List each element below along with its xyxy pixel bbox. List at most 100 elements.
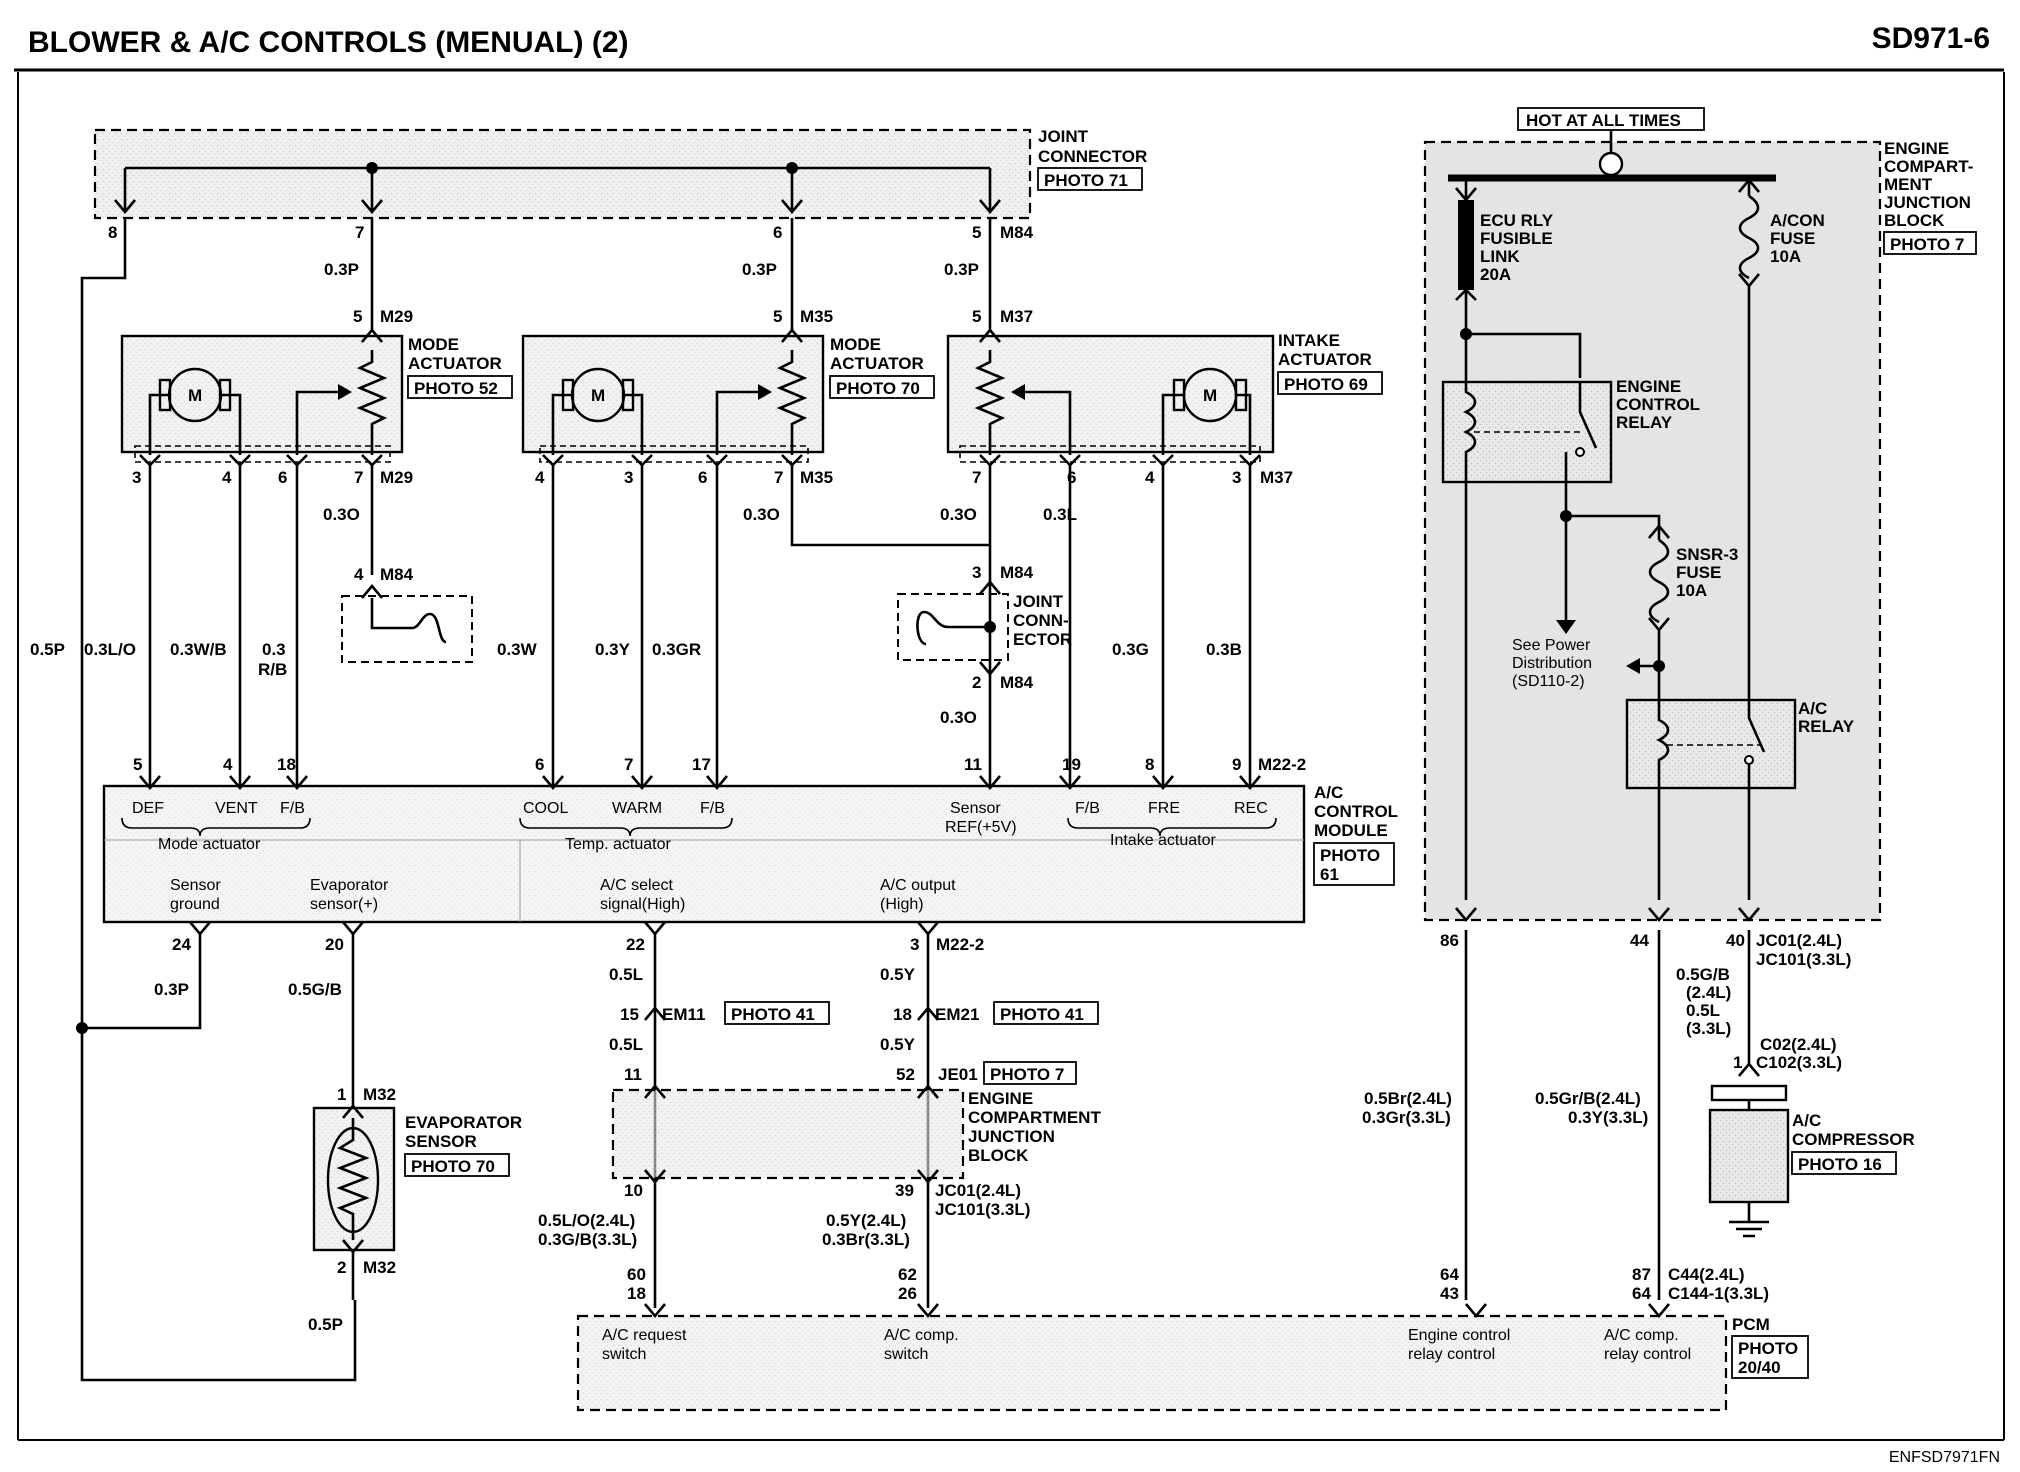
joint-right-pin-3: 3 [972, 563, 981, 582]
acm-pin-19: 19 [1062, 755, 1081, 774]
comp-pin-1: 1 [1733, 1053, 1742, 1072]
wire-label-0-3o-2: 0.3O [743, 505, 780, 524]
wire-label-0-5l-2: 0.5L [609, 1035, 643, 1054]
joint-connector-photo: PHOTO 71 [1044, 171, 1128, 190]
pcm-label-2a: A/C comp. [884, 1327, 959, 1344]
pcm-label-3b: relay control [1408, 1346, 1495, 1363]
lower-left-circuit: 0.3P 0.5G/B 1 M32 2 M32 EVAPORATOR SENSO… [82, 934, 522, 1334]
wire-label-0-3w: 0.3W [497, 640, 538, 659]
acm-sensor-ground-2: ground [170, 896, 220, 913]
acm-sensor: Sensor [950, 800, 1001, 817]
acm-pin-22: 22 [626, 935, 645, 954]
wire-label-0-3gb-33: 0.3G/B(3.3L) [538, 1230, 637, 1249]
wire-label-0-3o-4: 0.3O [940, 708, 977, 727]
pcm-label-1b: switch [602, 1346, 646, 1363]
mode2-conn-bottom: M35 [800, 468, 833, 487]
acm-ref: REF(+5V) [945, 819, 1017, 836]
mode2-top-pin: 5 [773, 307, 782, 326]
wire-label-86-b: 0.3Gr(3.3L) [1362, 1108, 1451, 1127]
ecjb-pin-10: 10 [624, 1181, 643, 1200]
wire-label-0-3p-2: 0.3P [742, 260, 777, 279]
snsr-fuse-3: 10A [1676, 581, 1707, 600]
joint-connector-top: JOINT CONNECTOR PHOTO 71 8 7 6 5 M84 [93, 127, 1147, 242]
mode2-photo: PHOTO 70 [836, 379, 920, 398]
acm-pin-18: 18 [277, 755, 296, 774]
acm-sensor-ground-1: Sensor [170, 877, 221, 894]
pcm-pin-18: 18 [627, 1284, 646, 1303]
mode2-motor-symbol: M [591, 386, 605, 405]
acm-pin-9: 9 [1232, 755, 1241, 774]
mode1-pin-4: 4 [222, 468, 232, 487]
joint-left-conn: M84 [380, 565, 414, 584]
ecjb-c-label-1: ENGINE [968, 1089, 1033, 1108]
snsr-fuse-1: SNSR-3 [1676, 545, 1738, 564]
joint-pin-7: 7 [355, 223, 364, 242]
mode-actuator-2: 5 M35 M MODE ACTUATOR PHOTO 70 4 3 6 7 M… [521, 307, 935, 487]
mode1-photo: PHOTO 52 [414, 379, 498, 398]
wire-label-rb: R/B [258, 660, 287, 679]
wire-label-0-3b: 0.3B [1206, 640, 1242, 659]
wire-label-0-5gb: 0.5G/B [288, 980, 342, 999]
ecjb-r-pin-44: 44 [1630, 931, 1649, 950]
acm-temp-actuator: Temp. actuator [565, 836, 672, 853]
acm-acout-1: A/C output [880, 877, 956, 894]
joint-right-label-3: ECTOR [1013, 630, 1072, 649]
mode1-conn-bottom: M29 [380, 468, 413, 487]
ecjb-r-jc101: JC101(3.3L) [1756, 950, 1851, 969]
acm-def: DEF [132, 800, 164, 817]
pcm-label-1a: A/C request [602, 1327, 687, 1344]
ecjb-c-label-4: BLOCK [968, 1146, 1029, 1165]
mode2-pin-6: 6 [698, 468, 707, 487]
pcm-pin-87: 87 [1632, 1265, 1651, 1284]
ecjb-pin-39: 39 [895, 1181, 914, 1200]
acm-fre: FRE [1148, 800, 1180, 817]
joint-right-pin-2: 2 [972, 673, 981, 692]
acm-pin-20: 20 [325, 935, 344, 954]
acm-title-3: MODULE [1314, 821, 1388, 840]
fusible-link-2: FUSIBLE [1480, 229, 1553, 248]
joint-left-pin: 4 [354, 565, 364, 584]
acm-fb-3: F/B [1075, 800, 1100, 817]
acm-pin-8: 8 [1145, 755, 1154, 774]
pcm-c144: C144-1(3.3L) [1668, 1284, 1769, 1303]
acm-photo-2: 61 [1320, 865, 1339, 884]
wire-label-0-3gr: 0.3GR [652, 640, 701, 659]
wire-label-0-3o-3: 0.3O [940, 505, 977, 524]
ecr-label-3: RELAY [1616, 413, 1673, 432]
intake-top-pin: 5 [972, 307, 981, 326]
wire-label-0-5y-1: 0.5Y [880, 965, 916, 984]
ecjb-pin-52: 52 [896, 1065, 915, 1084]
em11-label: EM11 [662, 1005, 705, 1024]
evap-label-2: SENSOR [405, 1132, 477, 1151]
acm-conn: M22-2 [1258, 755, 1306, 774]
intake-label-2: ACTUATOR [1278, 350, 1372, 369]
pcm-photo-1: PHOTO [1738, 1339, 1798, 1358]
wire-label-0-3y: 0.3Y [595, 640, 631, 659]
em21-photo: PHOTO 41 [1000, 1005, 1084, 1024]
joint-connector-id: M84 [1000, 223, 1034, 242]
ecjb-c-label-3: JUNCTION [968, 1127, 1055, 1146]
ecr-label-2: CONTROL [1616, 395, 1700, 414]
joint-pin-8: 8 [108, 223, 117, 242]
wire-label-0-3o-1: 0.3O [323, 505, 360, 524]
pcm-module: A/C request switch A/C comp. switch Engi… [576, 1303, 1809, 1412]
mode2-pin-4: 4 [535, 468, 545, 487]
intake-pin-3: 3 [1232, 468, 1241, 487]
wire-label-0-3wb: 0.3W/B [170, 640, 227, 659]
joint-connector-label-2: CONNECTOR [1038, 147, 1147, 166]
right-power-circuit: HOT AT ALL TIMES ENGINE COMPART- MENT JU… [1362, 107, 1977, 1303]
intake-actuator: 5 M37 M INTAKE ACTUATOR PHOTO 69 7 6 4 3… [946, 307, 1383, 487]
wire-label-0-5lo-24: 0.5L/O(2.4L) [538, 1211, 635, 1230]
acm-cool: COOL [523, 800, 568, 817]
pcm-pin-60: 60 [627, 1265, 646, 1284]
ecjb-r-jc01: JC01(2.4L) [1756, 931, 1842, 950]
ecjb-c-label-2: COMPARTMENT [968, 1108, 1101, 1127]
intake-pin-6: 6 [1067, 468, 1076, 487]
mode1-conn-top: M29 [380, 307, 413, 326]
mode1-motor-symbol: M [188, 386, 202, 405]
engine-junction-block-outline [1423, 140, 1882, 922]
wire-label-0-3lo: 0.3L/O [84, 640, 136, 659]
pcm-pin-26: 26 [898, 1284, 917, 1303]
footer-code: ENFSD7971FN [1889, 1449, 2000, 1466]
pcm-pin-43: 43 [1440, 1284, 1459, 1303]
